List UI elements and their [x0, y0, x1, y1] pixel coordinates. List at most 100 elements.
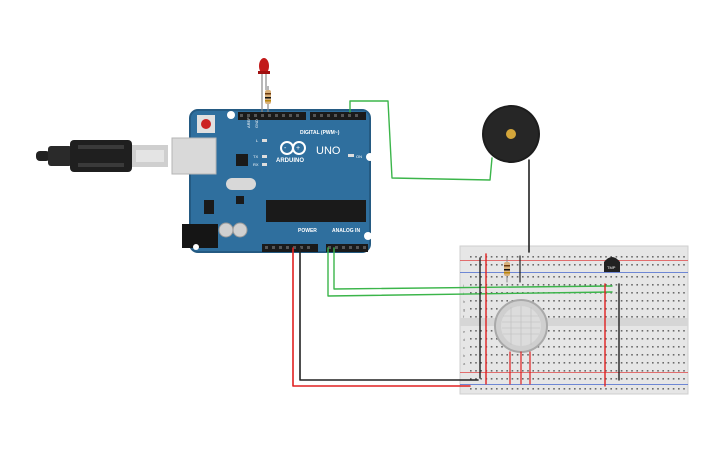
analog-header[interactable]: [326, 244, 368, 252]
breadboard-hole[interactable]: [672, 330, 675, 332]
breadboard-hole[interactable]: [662, 388, 664, 390]
breadboard-hole[interactable]: [470, 284, 472, 286]
breadboard-hole[interactable]: [548, 284, 550, 286]
breadboard-hole[interactable]: [490, 292, 493, 294]
breadboard-hole[interactable]: [589, 370, 592, 372]
breadboard-hole[interactable]: [516, 370, 519, 372]
breadboard-hole[interactable]: [475, 284, 477, 286]
breadboard-hole[interactable]: [558, 316, 560, 318]
breadboard-hole[interactable]: [480, 256, 482, 258]
breadboard-hole[interactable]: [579, 378, 581, 380]
breadboard-hole[interactable]: [652, 276, 654, 278]
breadboard-hole[interactable]: [646, 308, 649, 310]
breadboard-hole[interactable]: [553, 370, 555, 372]
breadboard-hole[interactable]: [548, 256, 550, 258]
breadboard-hole[interactable]: [558, 354, 560, 356]
breadboard-hole[interactable]: [475, 256, 477, 258]
breadboard-hole[interactable]: [496, 264, 498, 266]
breadboard-hole[interactable]: [615, 354, 618, 356]
breadboard-hole[interactable]: [579, 264, 581, 266]
breadboard-hole[interactable]: [636, 370, 638, 372]
breadboard-hole[interactable]: [600, 346, 602, 348]
breadboard-hole[interactable]: [620, 300, 623, 302]
breadboard-hole[interactable]: [636, 264, 638, 266]
breadboard-hole[interactable]: [563, 264, 566, 266]
breadboard-hole[interactable]: [600, 256, 602, 258]
breadboard-hole[interactable]: [662, 264, 664, 266]
breadboard-hole[interactable]: [646, 378, 649, 380]
breadboard-hole[interactable]: [532, 264, 534, 266]
breadboard-hole[interactable]: [672, 292, 675, 294]
breadboard-hole[interactable]: [589, 338, 592, 340]
breadboard-hole[interactable]: [537, 370, 540, 372]
breadboard-hole[interactable]: [532, 370, 534, 372]
breadboard-hole[interactable]: [631, 330, 633, 332]
breadboard-hole[interactable]: [475, 354, 477, 356]
buzzer-icon[interactable]: [482, 105, 540, 163]
breadboard-hole[interactable]: [626, 284, 628, 286]
breadboard-hole[interactable]: [511, 362, 514, 364]
breadboard-hole[interactable]: [620, 264, 623, 266]
breadboard-hole[interactable]: [662, 354, 664, 356]
breadboard-hole[interactable]: [600, 284, 602, 286]
breadboard-hole[interactable]: [568, 362, 571, 364]
breadboard-hole[interactable]: [584, 308, 586, 310]
breadboard-hole[interactable]: [652, 264, 654, 266]
breadboard-hole[interactable]: [480, 370, 482, 372]
breadboard-hole[interactable]: [475, 316, 477, 318]
breadboard-hole[interactable]: [610, 388, 612, 390]
breadboard-hole[interactable]: [615, 256, 618, 258]
breadboard-hole[interactable]: [605, 300, 607, 302]
breadboard-hole[interactable]: [548, 378, 550, 380]
breadboard-hole[interactable]: [652, 256, 654, 258]
breadboard-hole[interactable]: [657, 354, 659, 356]
breadboard-hole[interactable]: [589, 346, 592, 348]
breadboard-hole[interactable]: [516, 378, 519, 380]
breadboard-hole[interactable]: [610, 370, 612, 372]
breadboard-hole[interactable]: [506, 378, 508, 380]
breadboard-hole[interactable]: [579, 330, 581, 332]
breadboard-hole[interactable]: [511, 378, 514, 380]
breadboard-hole[interactable]: [626, 346, 628, 348]
breadboard-hole[interactable]: [672, 308, 675, 310]
breadboard-hole[interactable]: [620, 256, 623, 258]
breadboard-hole[interactable]: [594, 388, 597, 390]
breadboard-hole[interactable]: [610, 330, 612, 332]
breadboard-hole[interactable]: [470, 362, 472, 364]
breadboard-hole[interactable]: [641, 276, 644, 278]
breadboard-hole[interactable]: [641, 308, 644, 310]
breadboard-hole[interactable]: [683, 330, 685, 332]
breadboard-hole[interactable]: [631, 362, 633, 364]
breadboard-hole[interactable]: [667, 284, 670, 286]
breadboard-hole[interactable]: [652, 346, 654, 348]
breadboard-hole[interactable]: [574, 338, 576, 340]
breadboard-hole[interactable]: [641, 338, 644, 340]
breadboard-hole[interactable]: [548, 316, 550, 318]
breadboard-hole[interactable]: [553, 308, 555, 310]
breadboard-hole[interactable]: [542, 388, 545, 390]
breadboard-hole[interactable]: [631, 264, 633, 266]
breadboard-hole[interactable]: [657, 264, 659, 266]
breadboard-hole[interactable]: [657, 276, 659, 278]
breadboard-hole[interactable]: [553, 276, 555, 278]
breadboard-hole[interactable]: [568, 338, 571, 340]
breadboard-hole[interactable]: [527, 264, 529, 266]
breadboard-hole[interactable]: [553, 362, 555, 364]
breadboard-hole[interactable]: [683, 388, 685, 390]
breadboard-hole[interactable]: [548, 330, 550, 332]
breadboard-hole[interactable]: [600, 388, 602, 390]
breadboard-hole[interactable]: [600, 316, 602, 318]
breadboard-hole[interactable]: [672, 354, 675, 356]
breadboard-hole[interactable]: [574, 308, 576, 310]
breadboard-hole[interactable]: [496, 284, 498, 286]
breadboard-hole[interactable]: [657, 362, 659, 364]
breadboard-hole[interactable]: [636, 346, 638, 348]
breadboard-hole[interactable]: [553, 300, 555, 302]
breadboard-hole[interactable]: [511, 284, 514, 286]
breadboard-hole[interactable]: [626, 330, 628, 332]
breadboard-hole[interactable]: [563, 276, 566, 278]
breadboard-hole[interactable]: [542, 264, 545, 266]
breadboard-hole[interactable]: [527, 378, 529, 380]
breadboard-hole[interactable]: [574, 346, 576, 348]
